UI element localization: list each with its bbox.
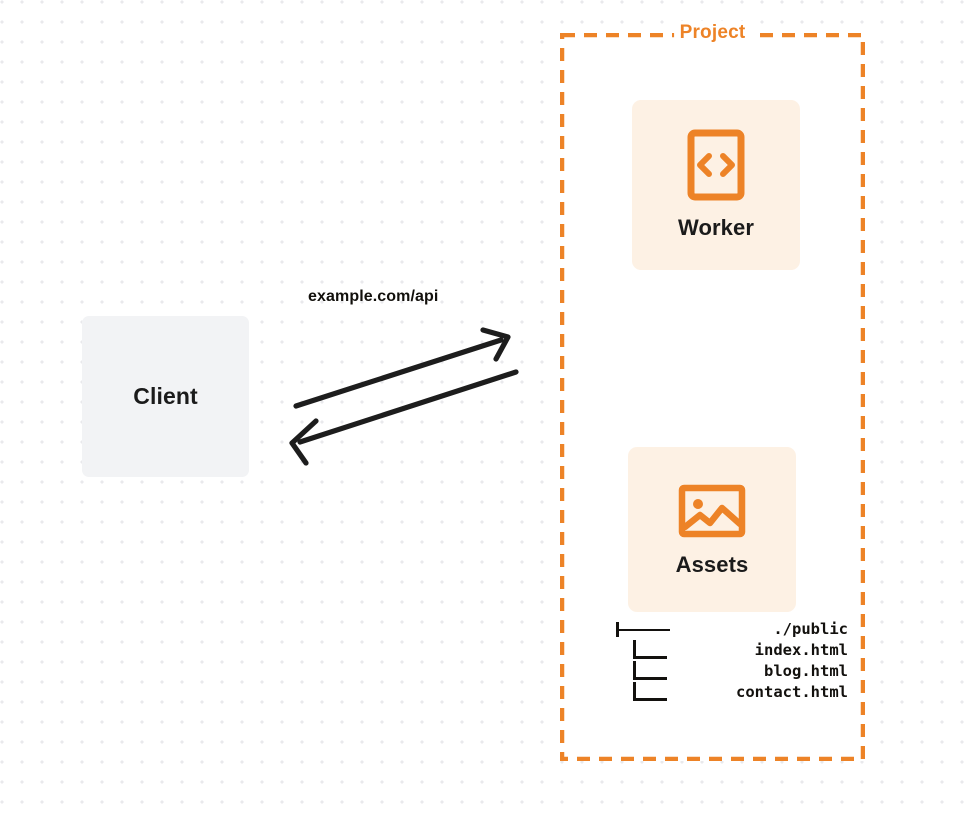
project-container: Project Worker Assets xyxy=(560,21,865,761)
assets-card[interactable]: Assets xyxy=(628,447,796,612)
file-tree-row-child: index.html xyxy=(602,640,852,661)
tree-branch-glyph xyxy=(602,661,688,682)
project-title: Project xyxy=(673,21,752,45)
worker-card-label: Worker xyxy=(678,215,754,240)
file-tree-row-child: contact.html xyxy=(602,682,852,703)
image-icon xyxy=(678,484,746,537)
assets-file-tree: ./public index.html blog.html xyxy=(602,619,852,703)
tree-branch-glyph xyxy=(602,619,688,640)
worker-card[interactable]: Worker xyxy=(632,100,800,270)
client-node[interactable]: Client xyxy=(82,316,249,477)
connection-url-label: example.com/api xyxy=(308,288,439,305)
assets-card-label: Assets xyxy=(675,551,749,577)
file-tree-row-child: blog.html xyxy=(602,661,852,682)
project-dashed-border xyxy=(560,33,865,761)
file-tree-child-label: contact.html xyxy=(736,683,848,701)
tree-branch-glyph xyxy=(602,640,688,661)
code-icon xyxy=(687,129,745,201)
file-tree-child-label: index.html xyxy=(754,641,848,659)
client-node-label: Client xyxy=(133,383,198,409)
request-arrow xyxy=(293,327,511,409)
response-arrow xyxy=(289,369,519,466)
file-tree-child-label: blog.html xyxy=(764,662,848,680)
tree-branch-glyph xyxy=(602,682,688,703)
file-tree-root-label: ./public xyxy=(773,620,848,638)
file-tree-row-root: ./public xyxy=(602,619,852,640)
